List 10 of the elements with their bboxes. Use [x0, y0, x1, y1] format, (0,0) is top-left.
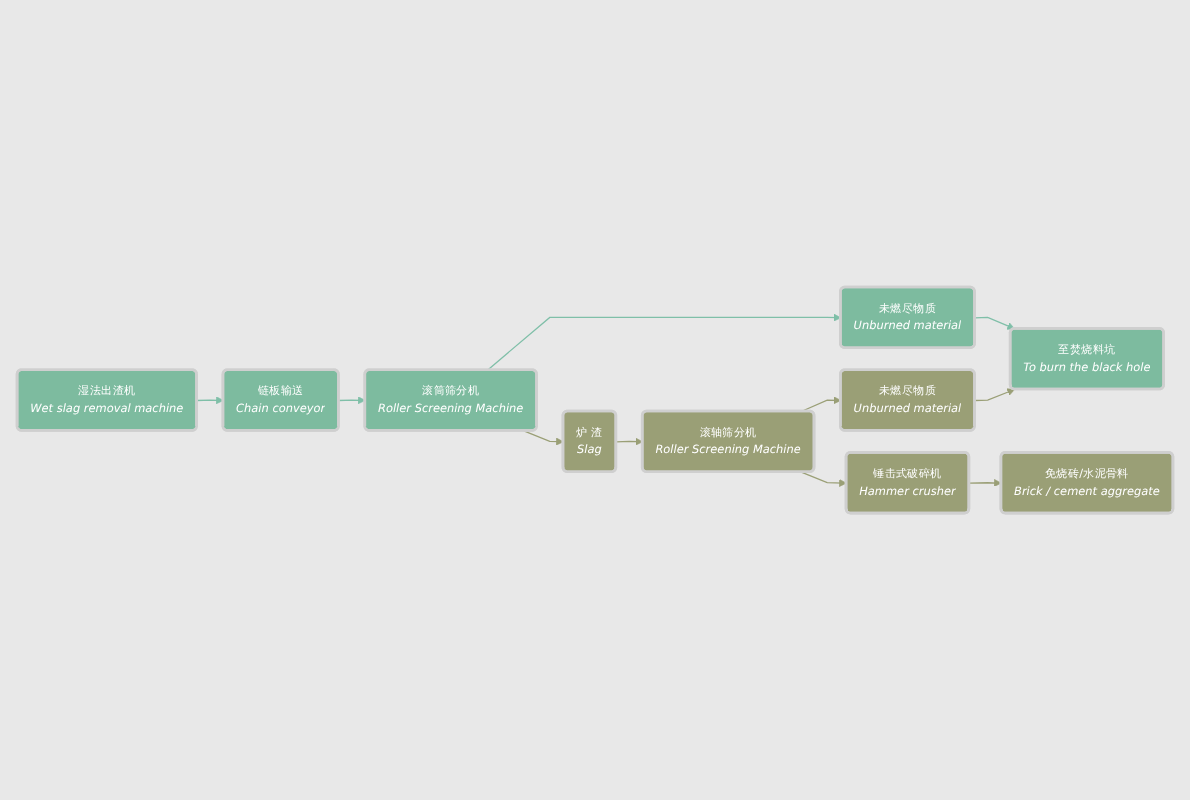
arrow	[196, 396, 224, 405]
arrow	[523, 430, 564, 446]
arrow	[800, 471, 847, 487]
arrow	[338, 396, 366, 405]
arrow	[974, 388, 1015, 402]
arrow	[974, 316, 1015, 330]
arrow	[968, 479, 1002, 487]
arrow	[486, 313, 842, 371]
arrow	[615, 437, 643, 446]
arrow	[800, 396, 842, 413]
